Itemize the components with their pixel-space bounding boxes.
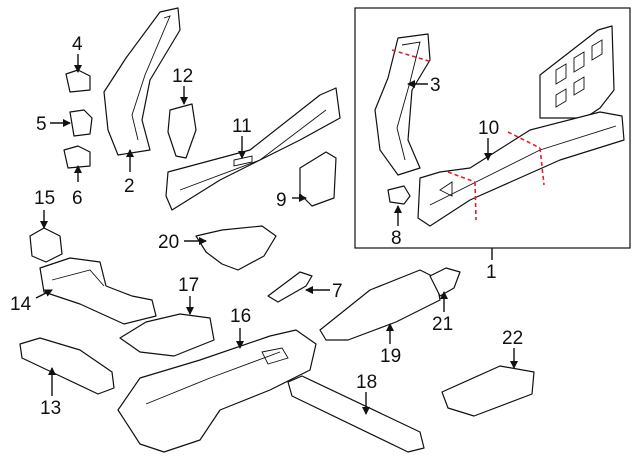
callout-18: 18 <box>356 372 377 393</box>
part-8-small-bracket[interactable] <box>387 185 411 205</box>
callout-5: 5 <box>36 114 47 135</box>
callout-10: 10 <box>478 118 499 139</box>
cut-line-front-angled <box>447 171 476 183</box>
part-20-brace[interactable] <box>195 225 277 271</box>
callout-8: 8 <box>391 228 402 249</box>
part-2-center-pillar[interactable] <box>103 7 181 156</box>
part-6-bracket[interactable] <box>63 145 91 169</box>
part-22-underbody-shield[interactable] <box>441 365 535 417</box>
callout-14: 14 <box>10 294 32 315</box>
callout-11: 11 <box>232 116 252 137</box>
part-17-floor-panel[interactable] <box>119 313 215 357</box>
part-15-mount[interactable] <box>29 227 63 263</box>
callout-7: 7 <box>332 281 343 302</box>
part-11-inner-rocker[interactable] <box>165 87 341 211</box>
callout-6: 6 <box>72 188 83 209</box>
cut-line-upper-rear <box>507 131 541 149</box>
part-16-floor-pan[interactable] <box>117 329 317 453</box>
callout-3: 3 <box>430 75 441 96</box>
cut-line-rear-vertical <box>539 147 545 186</box>
leader-arrows <box>35 54 518 415</box>
callout-9: 9 <box>276 190 287 211</box>
callout-1: 1 <box>486 262 497 283</box>
callout-15: 15 <box>34 188 55 209</box>
part-5-bracket[interactable] <box>69 109 93 137</box>
part-14-front-side-rail[interactable] <box>39 257 157 325</box>
callout-16: 16 <box>230 306 251 327</box>
callout-13: 13 <box>40 398 61 419</box>
callout-21: 21 <box>432 314 453 335</box>
callout-labels: 4 5 6 2 12 11 9 3 10 8 1 15 20 14 17 7 1… <box>10 34 523 419</box>
callout-2: 2 <box>124 176 135 197</box>
part-12-reinforcement[interactable] <box>167 103 197 159</box>
callout-12: 12 <box>172 66 193 87</box>
part-13-crossmember[interactable] <box>19 337 115 395</box>
leader-14 <box>35 289 53 299</box>
part-10-side-sill-panel[interactable] <box>417 25 625 227</box>
callout-4: 4 <box>72 34 83 55</box>
part-19-floor-panel[interactable] <box>319 269 441 341</box>
callout-20: 20 <box>158 232 179 253</box>
callout-19: 19 <box>380 346 401 367</box>
part-7-strip[interactable] <box>267 271 313 303</box>
part-4-bracket[interactable] <box>65 69 91 93</box>
callout-17: 17 <box>178 275 199 296</box>
part-18-sill-reinforcement[interactable] <box>287 375 425 453</box>
part-21-bracket[interactable] <box>429 267 461 297</box>
part-3-pillar-reinforcement[interactable] <box>374 33 431 176</box>
cut-line-front-vertical <box>474 181 477 221</box>
callout-22: 22 <box>502 328 523 349</box>
